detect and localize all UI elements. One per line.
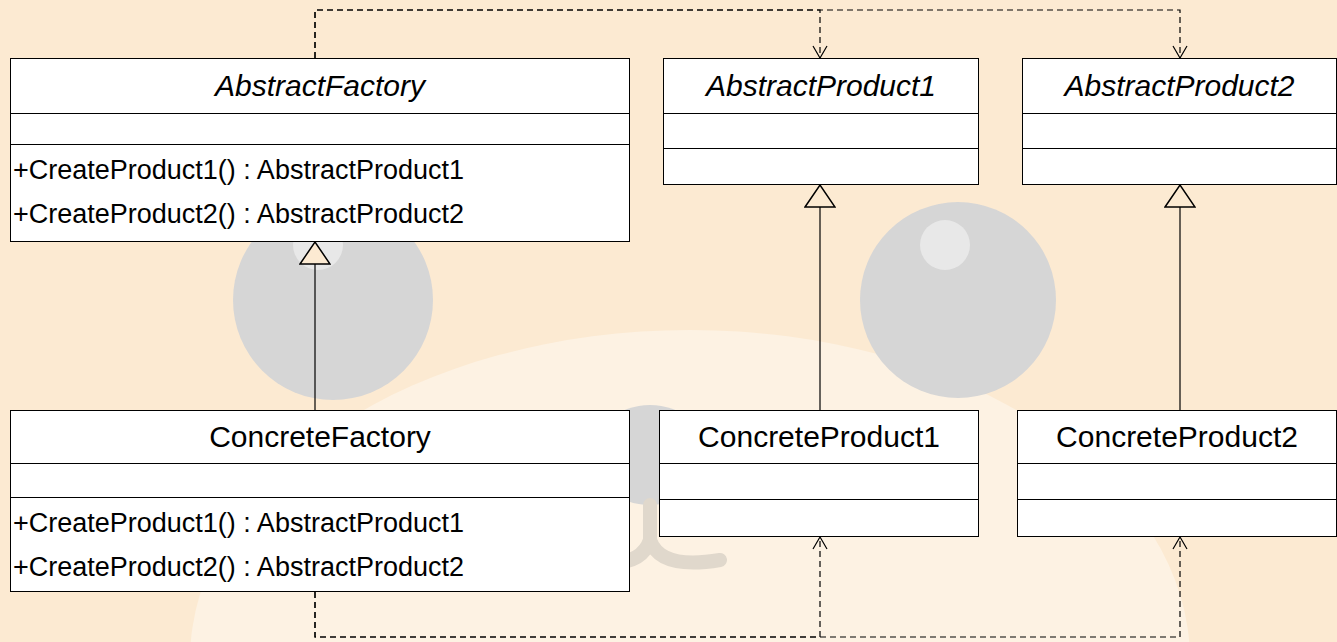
operation: +CreateProduct1() : AbstractProduct1 xyxy=(11,148,629,192)
operation-compartment: +CreateProduct1() : AbstractProduct1+Cre… xyxy=(11,498,629,591)
generalization-arrow xyxy=(1179,185,1180,410)
class-name-compartment: ConcreteProduct2 xyxy=(1018,411,1336,464)
class-box: AbstractProduct1 xyxy=(663,58,979,185)
operation-compartment xyxy=(1018,500,1336,536)
operation-compartment xyxy=(1023,149,1336,184)
class-box: ConcreteFactory +CreateProduct1() : Abstr… xyxy=(10,410,630,592)
class-name: ConcreteFactory xyxy=(209,420,431,454)
attribute-compartment xyxy=(11,464,629,498)
dependency-arrow xyxy=(315,10,1180,58)
operation: +CreateProduct2() : AbstractProduct2 xyxy=(11,545,629,589)
class-box: AbstractFactory +CreateProduct1() : Abstr… xyxy=(10,58,630,242)
class-name-compartment: AbstractProduct1 xyxy=(664,59,978,114)
class-name-compartment: ConcreteFactory xyxy=(11,411,629,464)
watermark-eye-highlight xyxy=(920,220,970,270)
operation-compartment xyxy=(660,500,978,536)
class-box: ConcreteProduct1 xyxy=(659,410,979,537)
class-name-compartment: ConcreteProduct1 xyxy=(660,411,978,464)
watermark-eye xyxy=(860,202,1056,398)
class-name: AbstractProduct2 xyxy=(1064,69,1294,103)
attribute-compartment xyxy=(660,464,978,500)
class-box: AbstractProduct2 xyxy=(1022,58,1337,185)
class-name: AbstractProduct1 xyxy=(706,69,936,103)
generalization-arrow xyxy=(314,242,315,410)
operation-compartment: +CreateProduct1() : AbstractProduct1+Cre… xyxy=(11,145,629,241)
class-box: ConcreteProduct2 xyxy=(1017,410,1337,537)
attribute-compartment xyxy=(1018,464,1336,500)
dependency-arrow xyxy=(315,10,820,58)
generalization-arrow xyxy=(819,185,820,410)
attribute-compartment xyxy=(11,114,629,145)
class-name: AbstractFactory xyxy=(215,69,425,103)
operation-compartment xyxy=(664,149,978,184)
class-name: ConcreteProduct1 xyxy=(698,420,940,454)
attribute-compartment xyxy=(1023,114,1336,149)
operation: +CreateProduct2() : AbstractProduct2 xyxy=(11,192,629,236)
class-name-compartment: AbstractFactory xyxy=(11,59,629,114)
attribute-compartment xyxy=(664,114,978,149)
class-name: ConcreteProduct2 xyxy=(1056,420,1298,454)
operation: +CreateProduct1() : AbstractProduct1 xyxy=(11,501,629,545)
class-name-compartment: AbstractProduct2 xyxy=(1023,59,1336,114)
